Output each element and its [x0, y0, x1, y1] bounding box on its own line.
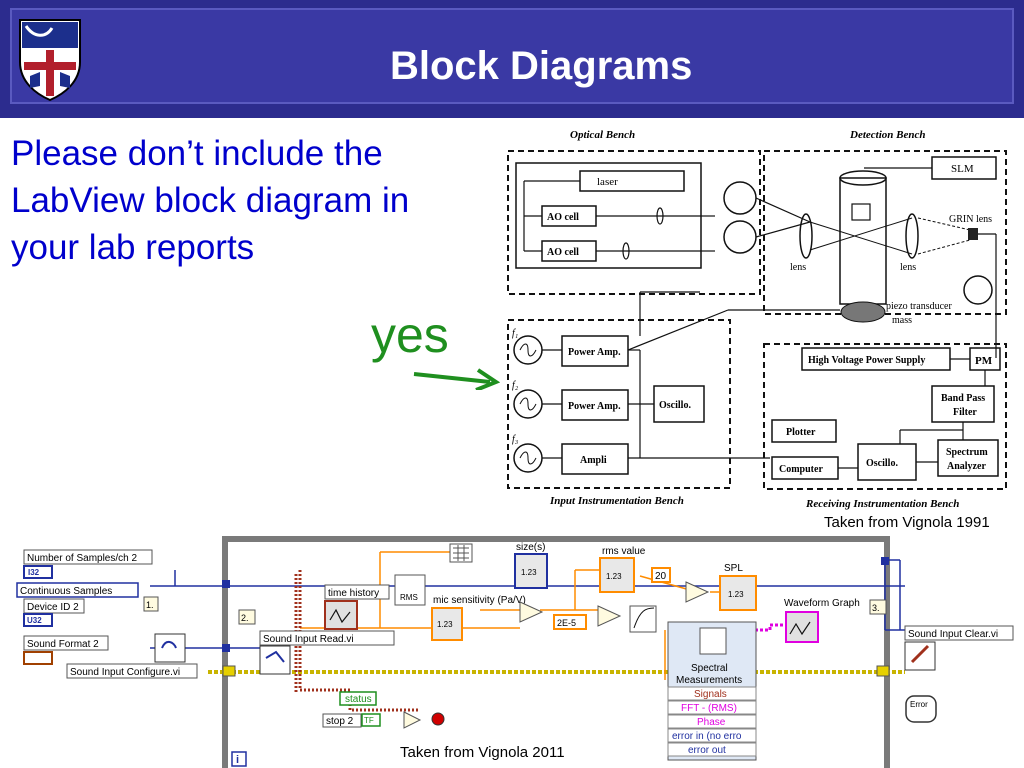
i32-constant: I32 [28, 568, 40, 577]
ampli-label: Ampli [580, 455, 607, 466]
sequence-3-label: 3. [872, 603, 880, 613]
university-crest-icon [19, 19, 81, 102]
phase-terminal: Phase [697, 717, 726, 728]
ao-cell-2-label: AO cell [547, 247, 579, 258]
bottom-caption: Taken from Vignola 2011 [400, 744, 565, 761]
pm-label: PM [975, 355, 993, 367]
oscillo-2-label: Oscillo. [866, 458, 898, 469]
labview-block-diagram: Number of Samples/ch 2 I32 Continuous Sa… [16, 536, 1014, 768]
iteration-terminal: i [236, 754, 239, 766]
arrow-icon [413, 368, 500, 390]
signals-terminal: Signals [694, 689, 727, 700]
optical-bench-label: Optical Bench [570, 129, 635, 141]
experiment-schematic: Optical Bench laser AO cell AO cell Dete… [507, 129, 1007, 510]
input-bench-label: Input Instrumentation Bench [549, 495, 684, 507]
error-out-terminal: error out [688, 745, 726, 756]
page-title: Block Diagrams [390, 44, 693, 88]
receiving-bench-label: Receiving Instrumentation Bench [805, 498, 959, 510]
rms-value-display: 1.23 [606, 572, 622, 581]
device-id-label: Device ID 2 [27, 602, 79, 613]
oscillo-1-label: Oscillo. [659, 400, 691, 411]
lens-2-label: lens [900, 262, 916, 273]
time-history-label: time history [328, 588, 379, 599]
clear-vi-label: Sound Input Clear.vi [908, 629, 998, 640]
lens-1-label: lens [790, 262, 806, 273]
sound-format-label: Sound Format 2 [27, 639, 99, 650]
computer-label: Computer [779, 464, 823, 475]
filter-label: Filter [953, 407, 977, 418]
plotter-label: Plotter [786, 427, 816, 438]
fft-rms-terminal: FFT - (RMS) [681, 703, 737, 714]
u32-constant: U32 [27, 616, 42, 625]
sequence-1-label: 1. [146, 600, 154, 610]
yes-label: yes [371, 307, 449, 363]
spectrum-label: Spectrum [946, 447, 988, 458]
power-amp-2-label: Power Amp. [568, 401, 621, 412]
mic-sens-value: 1.23 [437, 620, 453, 629]
ao-cell-1-label: AO cell [547, 212, 579, 223]
freq-2-label: f₂ [512, 380, 519, 391]
spl-value: 1.23 [728, 590, 744, 599]
configure-vi-label: Sound Input Configure.vi [70, 667, 180, 678]
num-samples-label: Number of Samples/ch 2 [27, 553, 137, 564]
error-in-terminal: error in (no erro [672, 731, 742, 742]
analyzer-label: Analyzer [947, 461, 986, 472]
mass-label: mass [892, 315, 912, 326]
sequence-2-label: 2. [241, 613, 249, 623]
band-pass-label: Band Pass [941, 393, 985, 404]
piezo-label: piezo transducer [886, 301, 952, 312]
size-value: 1.23 [521, 568, 537, 577]
constant-2e5: 2E-5 [557, 618, 576, 628]
rms-node-label: RMS [400, 593, 418, 602]
top-caption: Taken from Vignola 1991 [824, 514, 990, 531]
error-handler-label: Error [910, 700, 928, 709]
stop-label: stop 2 [326, 716, 354, 727]
hv-supply-label: High Voltage Power Supply [808, 355, 925, 366]
size-label: size(s) [516, 542, 545, 553]
constant-20: 20 [655, 571, 667, 582]
detection-bench-label: Detection Bench [849, 129, 925, 141]
rms-value-label: rms value [602, 546, 646, 557]
spl-label: SPL [724, 563, 743, 574]
tf-constant: TF [364, 716, 374, 725]
waveform-graph-label: Waveform Graph [784, 598, 860, 609]
measurements-label: Measurements [676, 675, 742, 686]
grin-lens-label: GRIN lens [949, 214, 992, 225]
read-vi-label: Sound Input Read.vi [263, 634, 354, 645]
laser-label: laser [597, 176, 618, 188]
instruction-text: Please don’t include the LabView block d… [11, 134, 410, 267]
power-amp-1-label: Power Amp. [568, 347, 621, 358]
header-panel [10, 8, 1014, 104]
spectral-label: Spectral [691, 663, 728, 674]
mic-sensitivity-label: mic sensitivity (Pa/V) [433, 595, 526, 606]
freq-3-label: f₃ [512, 434, 519, 445]
continuous-samples-label[interactable]: Continuous Samples [20, 586, 112, 597]
slm-label: SLM [951, 163, 974, 175]
status-label: status [345, 694, 372, 705]
slide-header: Block Diagrams [0, 0, 1024, 118]
freq-1-label: f₁ [512, 328, 518, 339]
